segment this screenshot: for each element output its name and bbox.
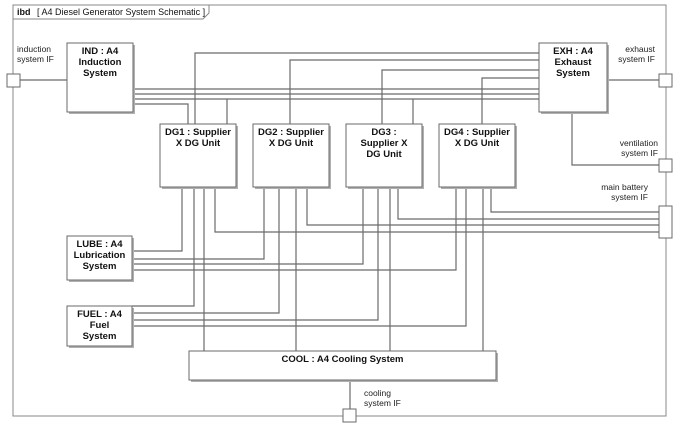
port-square — [658, 73, 673, 88]
block-title: DG3 : — [371, 127, 396, 138]
connector-line — [132, 187, 457, 271]
block-body — [66, 42, 134, 113]
connector-line — [132, 187, 195, 307]
block-cool[interactable]: COOL : A4 Cooling System — [188, 350, 498, 382]
connector-line — [397, 187, 660, 220]
port-square — [658, 158, 673, 173]
connector-line — [132, 187, 467, 327]
connector-line — [132, 187, 364, 265]
connector-line — [214, 187, 660, 233]
connector-line — [133, 103, 189, 124]
block-title: Exhaust — [555, 57, 593, 68]
block-body — [159, 123, 237, 188]
block-title: X DG Unit — [269, 138, 314, 149]
port-label: ventilation — [620, 138, 659, 148]
block-body — [438, 123, 516, 188]
block-title: Supplier X — [361, 138, 409, 149]
port-label: system IF — [364, 398, 401, 408]
block-title: COOL : A4 Cooling System — [282, 354, 404, 365]
connector-line — [132, 187, 183, 252]
connector-line — [289, 59, 539, 124]
block-title: X DG Unit — [455, 138, 500, 149]
block-title: LUBE : A4 — [76, 239, 123, 250]
diagram-kind: ibd — [17, 7, 31, 17]
block-title: Lubrication — [74, 250, 126, 261]
block-title: DG4 : Supplier — [444, 127, 510, 138]
port-label: system IF — [611, 192, 648, 202]
connector-line — [481, 77, 539, 124]
connector-line — [306, 187, 660, 226]
connector-line — [132, 187, 280, 314]
connector-line — [132, 187, 379, 321]
block-body — [66, 235, 133, 281]
port-square — [6, 73, 21, 88]
port-square — [658, 205, 673, 239]
block-title: DG2 : Supplier — [258, 127, 324, 138]
block-title: X DG Unit — [176, 138, 221, 149]
block-title: System — [556, 68, 590, 79]
block-body — [538, 42, 608, 113]
block-title: Induction — [79, 57, 122, 68]
connectors — [20, 52, 660, 409]
port-label: cooling — [364, 388, 391, 398]
block-dg3[interactable]: DG3 :Supplier XDG Unit — [345, 123, 424, 189]
port-label: induction — [17, 44, 51, 54]
block-title: FUEL : A4 — [77, 309, 123, 320]
block-title: System — [83, 68, 117, 79]
frame-tab — [13, 5, 210, 20]
block-title: DG1 : Supplier — [165, 127, 231, 138]
block-title: System — [83, 261, 117, 272]
port-label: exhaust — [625, 44, 655, 54]
block-title: DG Unit — [366, 149, 402, 160]
connector-line — [381, 69, 539, 124]
diagram-title: [ A4 Diesel Generator System Schematic ] — [37, 7, 205, 17]
connector-line — [132, 187, 265, 260]
port-square — [342, 408, 357, 423]
block-title: IND : A4 — [82, 46, 119, 57]
port-label: main battery — [601, 182, 649, 192]
block-body — [345, 123, 423, 188]
block-title: Fuel — [90, 320, 110, 331]
port-label: system IF — [618, 54, 655, 64]
block-title: EXH : A4 — [553, 46, 593, 57]
block-body — [66, 305, 133, 347]
connector-line — [194, 52, 539, 124]
port-label: system IF — [621, 148, 658, 158]
block-body — [188, 350, 497, 381]
block-body — [252, 123, 330, 188]
connector-line — [490, 187, 660, 213]
block-title: System — [83, 331, 117, 342]
connector-line — [571, 112, 659, 166]
port-label: system IF — [17, 54, 54, 64]
